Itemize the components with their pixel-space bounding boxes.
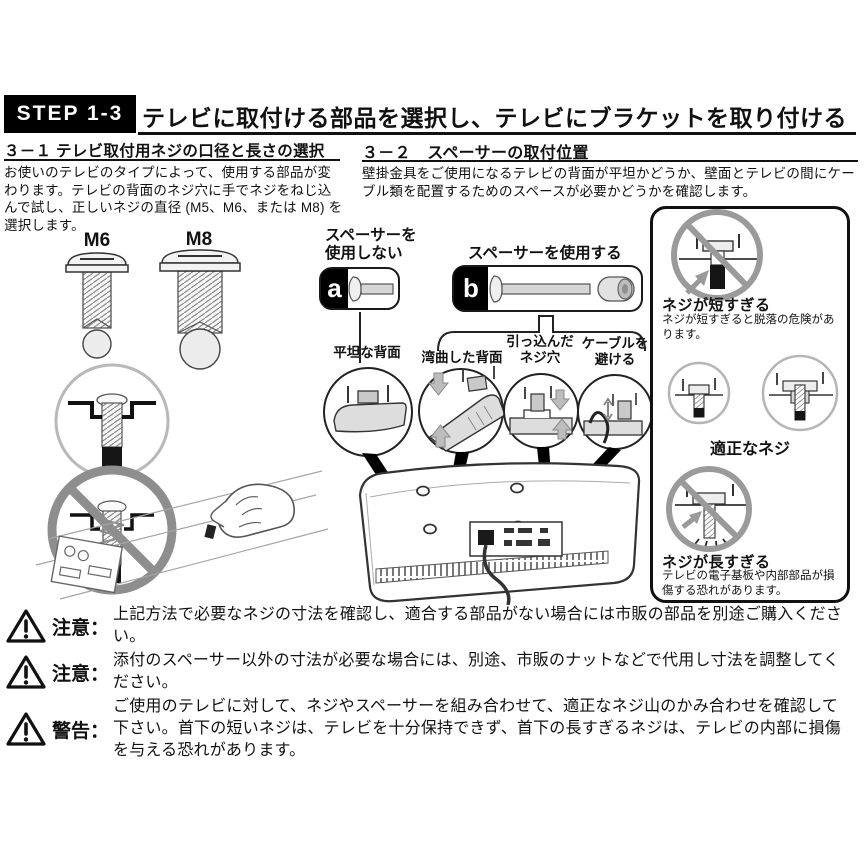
m8-hole-icon xyxy=(179,328,221,370)
correct-screw-title: 適正なネジ xyxy=(709,441,790,458)
header-rule xyxy=(138,132,856,135)
screw-length-guide-panel: ネジが短すぎる ネジが短すぎると脱落の危険があります。 適正なネジ ネジが長すぎ… xyxy=(650,206,850,603)
callout-label-flat-back: 平坦な背面 xyxy=(333,345,401,360)
m8-screw-icon xyxy=(159,249,241,334)
screw-size-m8-label: M8 xyxy=(185,229,213,250)
tv-connector-panel-icon xyxy=(50,535,124,594)
vent-grille xyxy=(375,550,609,584)
screw-too-short-icon xyxy=(671,209,763,301)
callout-label-curved-back: 湾曲した背面 xyxy=(421,350,503,365)
notice-text: 上記方法で必要なネジの寸法を確認し、適合する部品がない場合には市販の部品を別途ご… xyxy=(113,606,843,645)
avoid-cable-callout-icon xyxy=(577,374,653,450)
too-long-title: ネジが長すぎる xyxy=(662,554,771,571)
option-a-label: スペーサーを 使用しない xyxy=(325,227,417,262)
notice-row: 警告： ご使用のテレビに対して、ネジやスペーサーを組み合わせて、適正なネジ山のか… xyxy=(6,696,860,762)
recessed-hole-callout-icon xyxy=(503,373,579,449)
spacer-icon xyxy=(597,275,635,302)
section-3-1-body: お使いのテレビのタイプによって、使用する部品が変わります。テレビの背面のネジ穴に… xyxy=(4,165,343,233)
m6-screw-icon xyxy=(65,252,129,329)
connector-panel xyxy=(469,521,563,605)
section-3-1-rule xyxy=(4,159,340,161)
notice-row: 注意： 添付のスペーサー以外の寸法が必要な場合には、別途、市販のナットなどで代用… xyxy=(6,650,860,694)
notice-label: 注意： xyxy=(52,663,110,685)
section-3-2-body: 壁掛金具をご使用になるテレビの背面が平坦かどうか、壁面とテレビの間にケーブル類を… xyxy=(362,166,855,199)
option-b-label: スペーサーを使用する xyxy=(468,245,622,262)
too-long-body: テレビの電子基板や内部部品が損傷する恐れがあります。 xyxy=(662,570,835,597)
notice-label: 注意： xyxy=(52,617,110,639)
screw-too-long-icon xyxy=(666,466,752,552)
section-3-2-rule xyxy=(362,160,858,162)
spacer-position-illustration xyxy=(323,312,653,605)
short-bolt-icon xyxy=(348,275,394,302)
option-b-bracket-line xyxy=(437,315,646,352)
correct-screw-flat-icon xyxy=(667,361,731,425)
page-title: テレビに取付ける部品を選択し、テレビにブラケットを取り付ける xyxy=(142,105,847,131)
option-b-capsule: b xyxy=(452,265,643,312)
section-3-2-heading: ３－２ スペーサーの取付位置 xyxy=(362,145,589,162)
too-short-body: ネジが短すぎると脱落の危険があります。 xyxy=(662,314,835,341)
warning-triangle-icon xyxy=(6,712,46,746)
tv-back-illustration xyxy=(358,462,641,605)
curved-back-callout-icon xyxy=(418,366,506,454)
option-a-badge: a xyxy=(321,269,348,308)
m6-hole-icon xyxy=(82,329,112,359)
callout-label-recessed-hole: 引っ込んだ ネジ穴 xyxy=(506,334,574,365)
notice-text: 添付のスペーサー以外の寸法が必要な場合には、別途、市販のナットなどで代用し寸法を… xyxy=(113,652,840,691)
notice-row: 注意： 上記方法で必要なネジの寸法を確認し、適合する部品がない場合には市販の部品… xyxy=(6,604,860,648)
warning-triangle-icon xyxy=(6,609,46,643)
flat-back-callout-icon xyxy=(323,367,413,457)
cable-icon xyxy=(482,544,511,605)
option-b-badge: b xyxy=(454,267,488,310)
screw-cross-section-icon xyxy=(54,363,170,479)
callout-label-avoid-cable: ケーブルを 避ける xyxy=(581,336,649,367)
screw-size-m6-label: M6 xyxy=(83,230,111,251)
warning-triangle-icon xyxy=(6,655,46,689)
prohibition-slash-icon xyxy=(66,484,158,576)
screw-length-guide-illustrations xyxy=(666,209,839,552)
section-3-1-heading: ３－１ テレビ取付用ネジの口径と長さの選択 xyxy=(4,143,325,160)
long-bolt-and-spacer-icon xyxy=(489,274,635,303)
correct-screw-spacer-icon xyxy=(761,354,839,432)
screw-selection-illustration xyxy=(35,249,329,600)
step-badge: STEP 1-3 xyxy=(4,95,136,133)
too-short-title: ネジが短すぎる xyxy=(662,297,771,314)
hand-turning-screw-icon xyxy=(204,483,296,540)
option-a-capsule: a xyxy=(319,267,400,310)
notice-text: ご使用のテレビに対して、ネジやスペーサーを組み合わせて、適正なネジ山のかみ合わせ… xyxy=(113,698,841,759)
notice-label: 警告： xyxy=(52,720,110,742)
